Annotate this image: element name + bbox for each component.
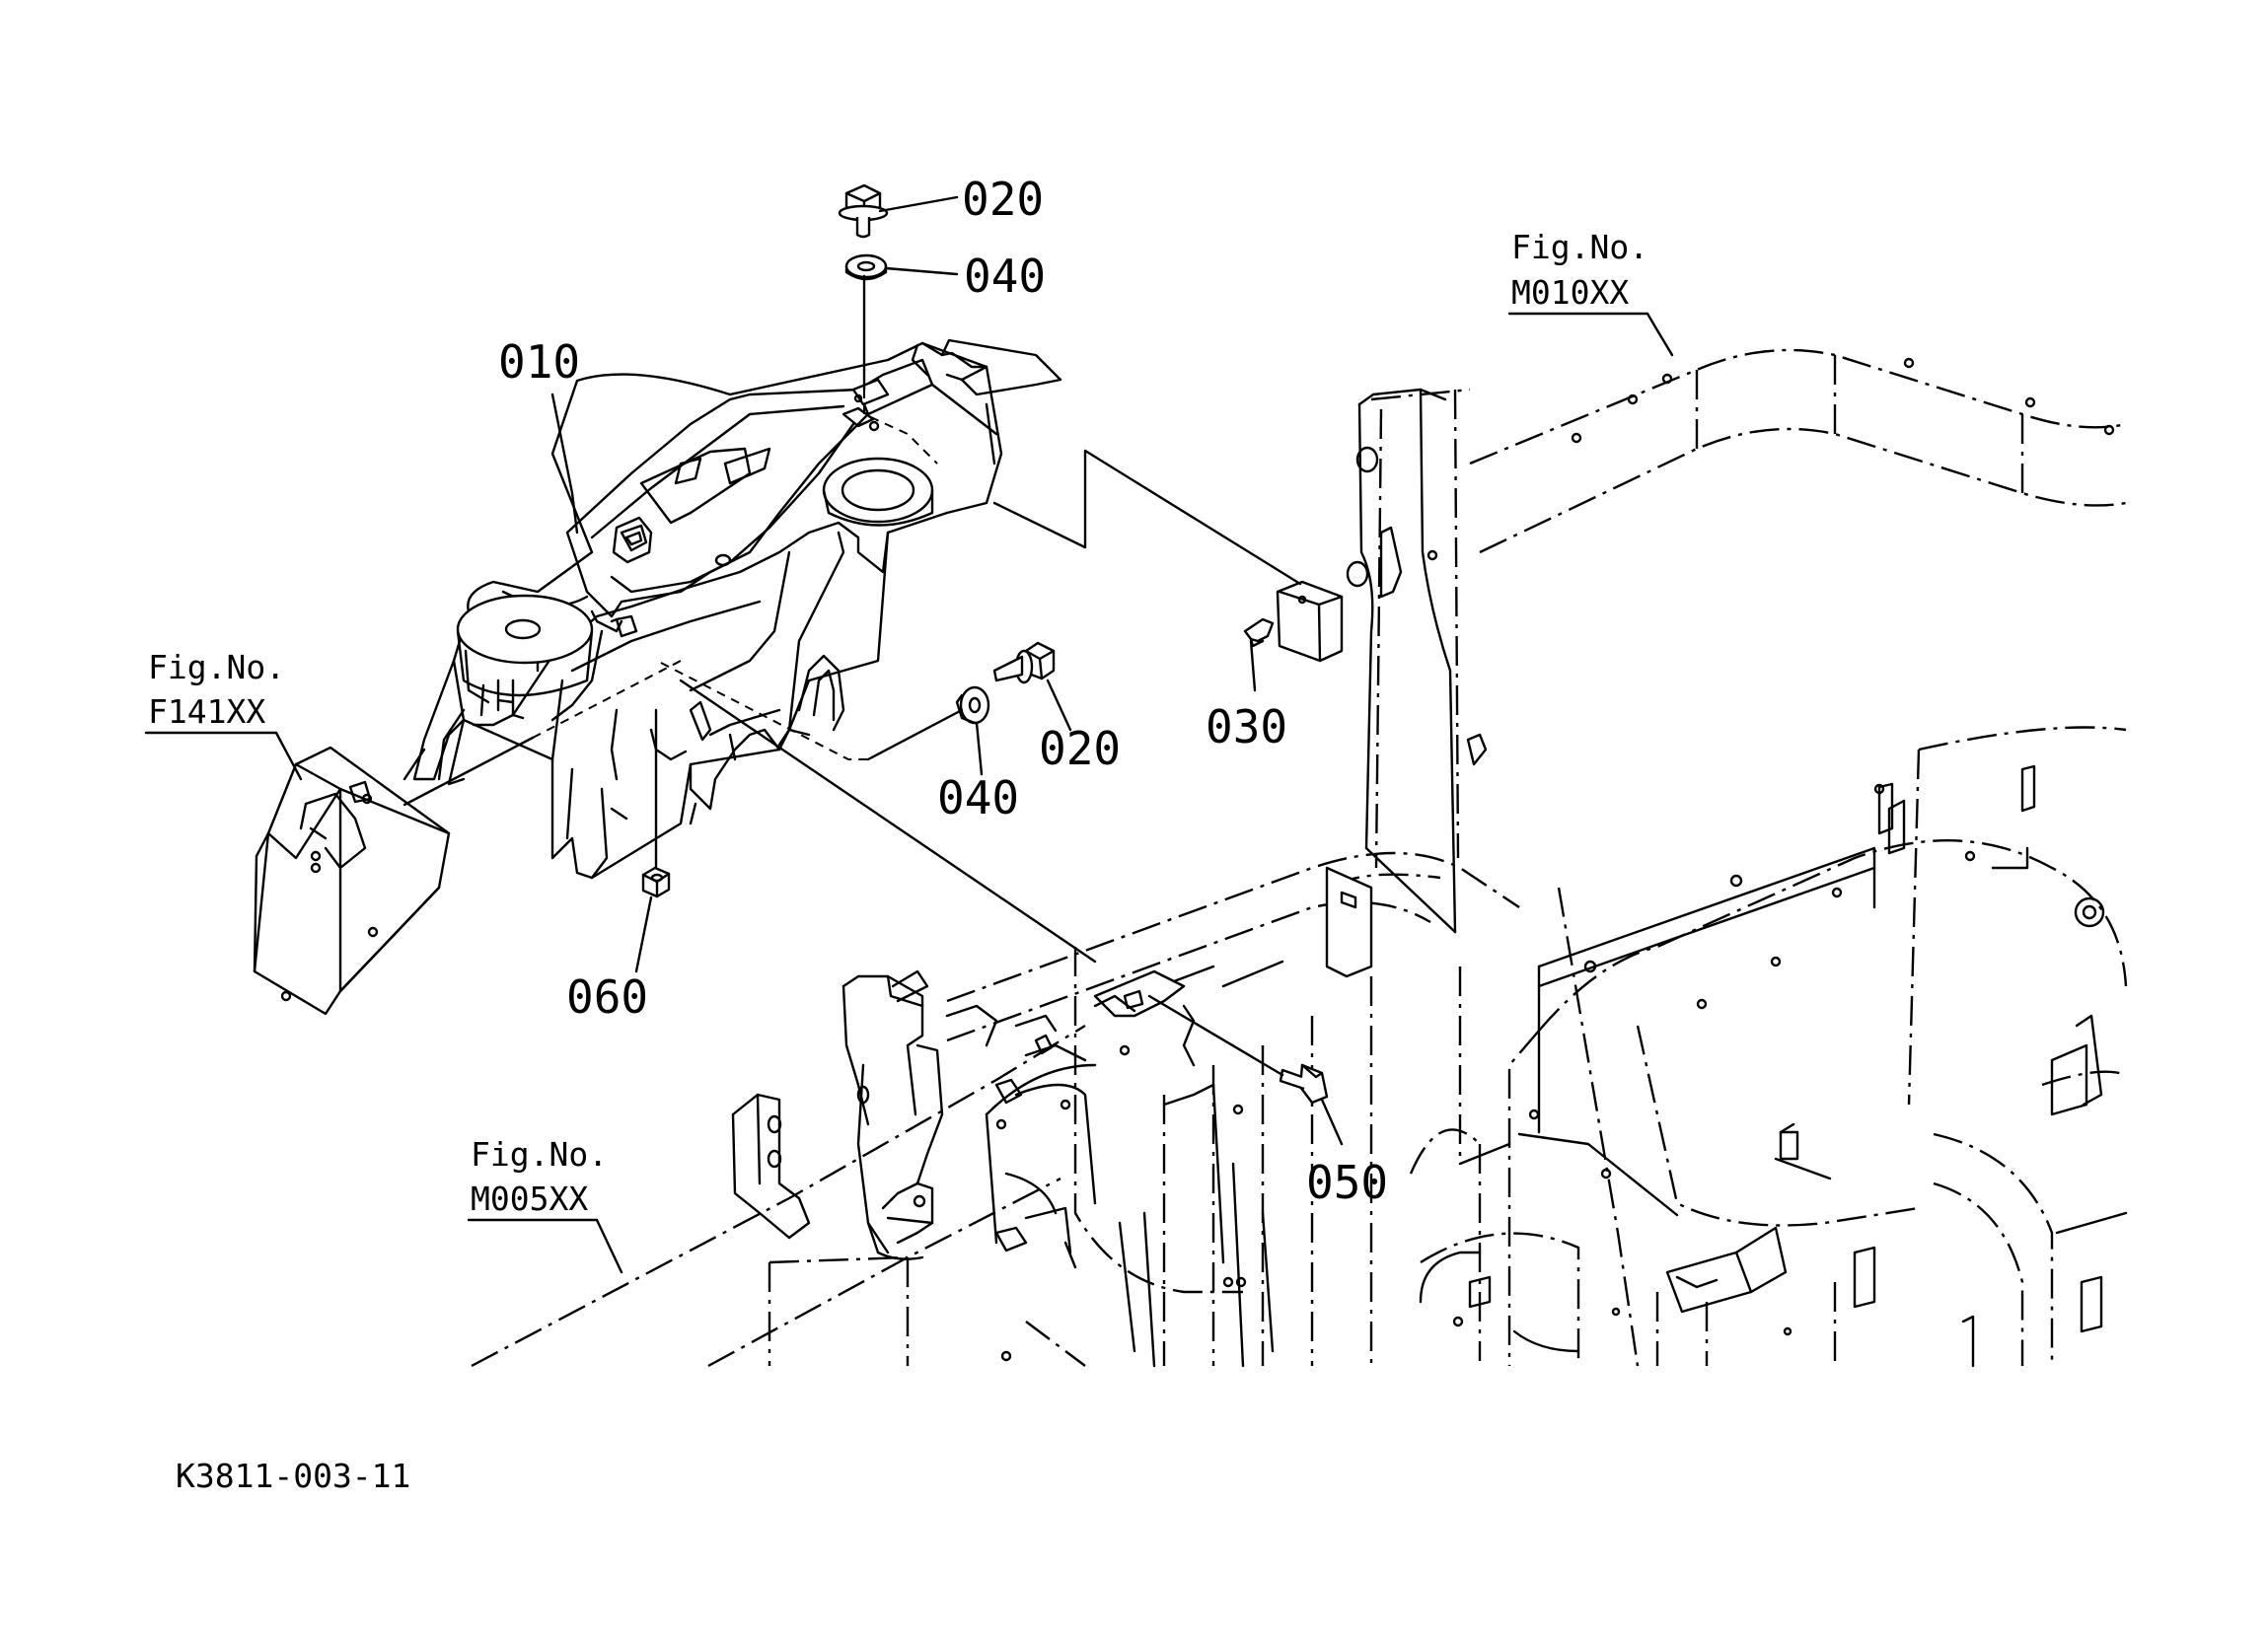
bolt-020-top: [838, 183, 889, 239]
fig-ref-m005-code: M005XX: [471, 1180, 588, 1218]
fig-ref-m010-code: M010XX: [1511, 273, 1629, 312]
right-box: [1537, 764, 2105, 1134]
part-label-040-mid: 040: [937, 771, 1019, 824]
screw-050: [1279, 1063, 1329, 1105]
diagram-code: K3811-003-11: [176, 1457, 410, 1495]
figure-references: Fig.No. M010XX Fig.No. F141XX Fig.No. M0…: [148, 228, 1648, 1218]
clip-030: [1243, 617, 1275, 648]
part-label-020-top: 020: [962, 173, 1044, 226]
fig-ref-m010-prefix: Fig.No.: [1511, 228, 1648, 266]
central-brackets: [1093, 866, 1373, 1288]
part-label-030: 030: [1206, 700, 1287, 753]
part-label-020-mid: 020: [1039, 722, 1121, 775]
washer-040-mid: [955, 685, 990, 725]
part-label-050: 050: [1306, 1156, 1388, 1209]
fig-ref-f141-prefix: Fig.No.: [148, 648, 285, 686]
left-bracket-plates: [731, 965, 1275, 1368]
part-label-010: 010: [498, 335, 580, 389]
upright-post: [1346, 388, 1488, 934]
part-labels: 020 040 010 020 040 030 050 060: [498, 173, 1388, 1209]
label-leaders: [144, 195, 1674, 1274]
fig-ref-m005-prefix: Fig.No.: [471, 1135, 608, 1174]
part-label-060: 060: [566, 970, 648, 1024]
f141-bracket-shape: [253, 746, 451, 1016]
bolt-020-mid: [992, 641, 1056, 684]
washer-040-top: [844, 253, 888, 281]
nut-060: [641, 866, 671, 898]
part-label-040-top: 040: [964, 250, 1046, 303]
fig-ref-f141-code: F141XX: [148, 692, 265, 731]
bracket-030: [1276, 580, 1344, 663]
assembly-lines: [402, 274, 1302, 1077]
lower-right-assembly: [1419, 1109, 2128, 1368]
panel-010-shape: [402, 338, 1062, 880]
